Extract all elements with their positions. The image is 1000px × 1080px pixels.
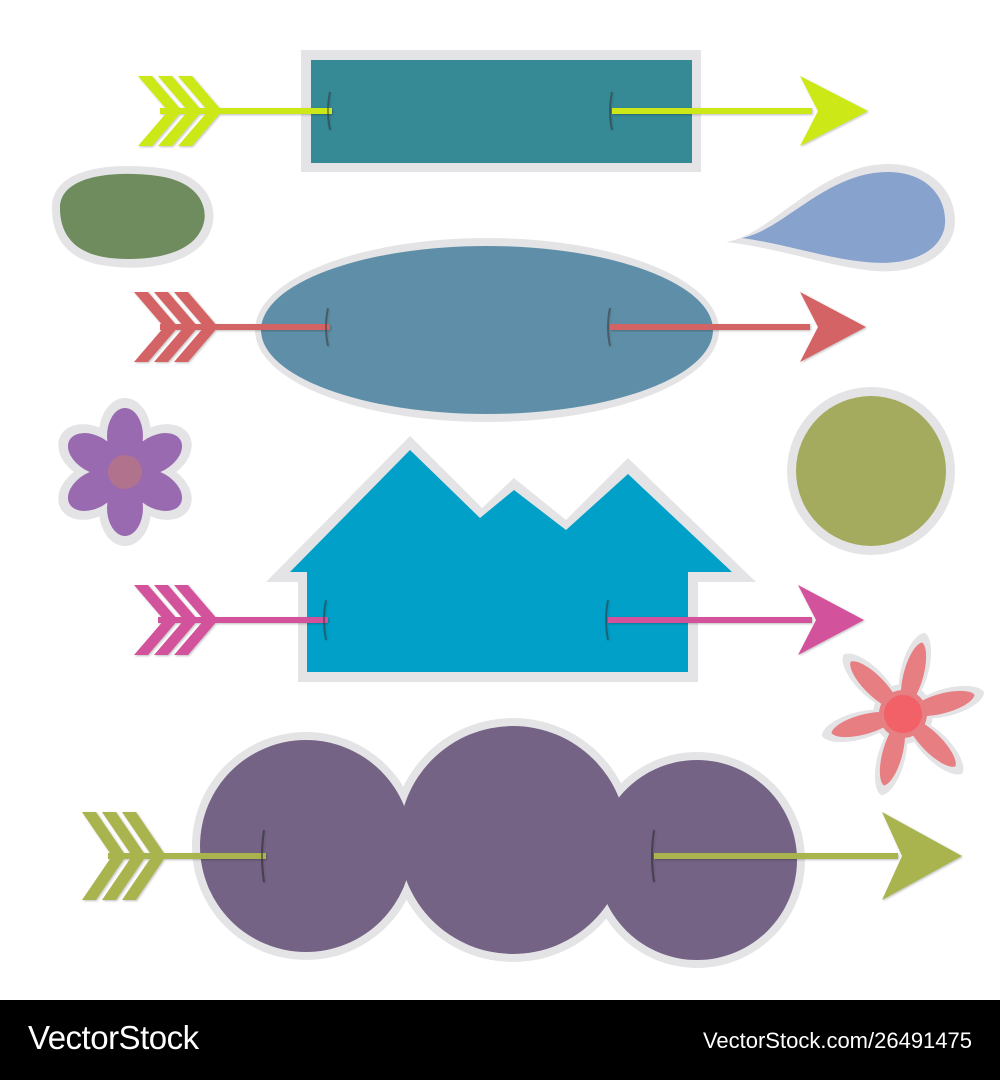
house-banner bbox=[266, 436, 756, 682]
arrow-3 bbox=[134, 585, 864, 655]
watermark-footer: VectorStock VectorStock.com/26491475 bbox=[0, 1000, 1000, 1080]
illustration-svg bbox=[52, 50, 985, 968]
green-circle bbox=[787, 387, 955, 555]
brand-logo: VectorStock bbox=[28, 1019, 199, 1056]
arrow-1 bbox=[138, 76, 868, 146]
arrow-4 bbox=[82, 812, 962, 900]
illustration-canvas bbox=[52, 50, 985, 968]
ellipse-banner bbox=[255, 238, 719, 422]
pink-flower bbox=[821, 632, 985, 796]
cloud-banner bbox=[192, 718, 805, 968]
image-id-text: VectorStock.com/26491475 bbox=[702, 1028, 972, 1053]
egg-blob bbox=[52, 166, 214, 268]
water-drop bbox=[726, 164, 955, 272]
purple-flower bbox=[58, 398, 192, 546]
arrow-2 bbox=[134, 292, 866, 362]
